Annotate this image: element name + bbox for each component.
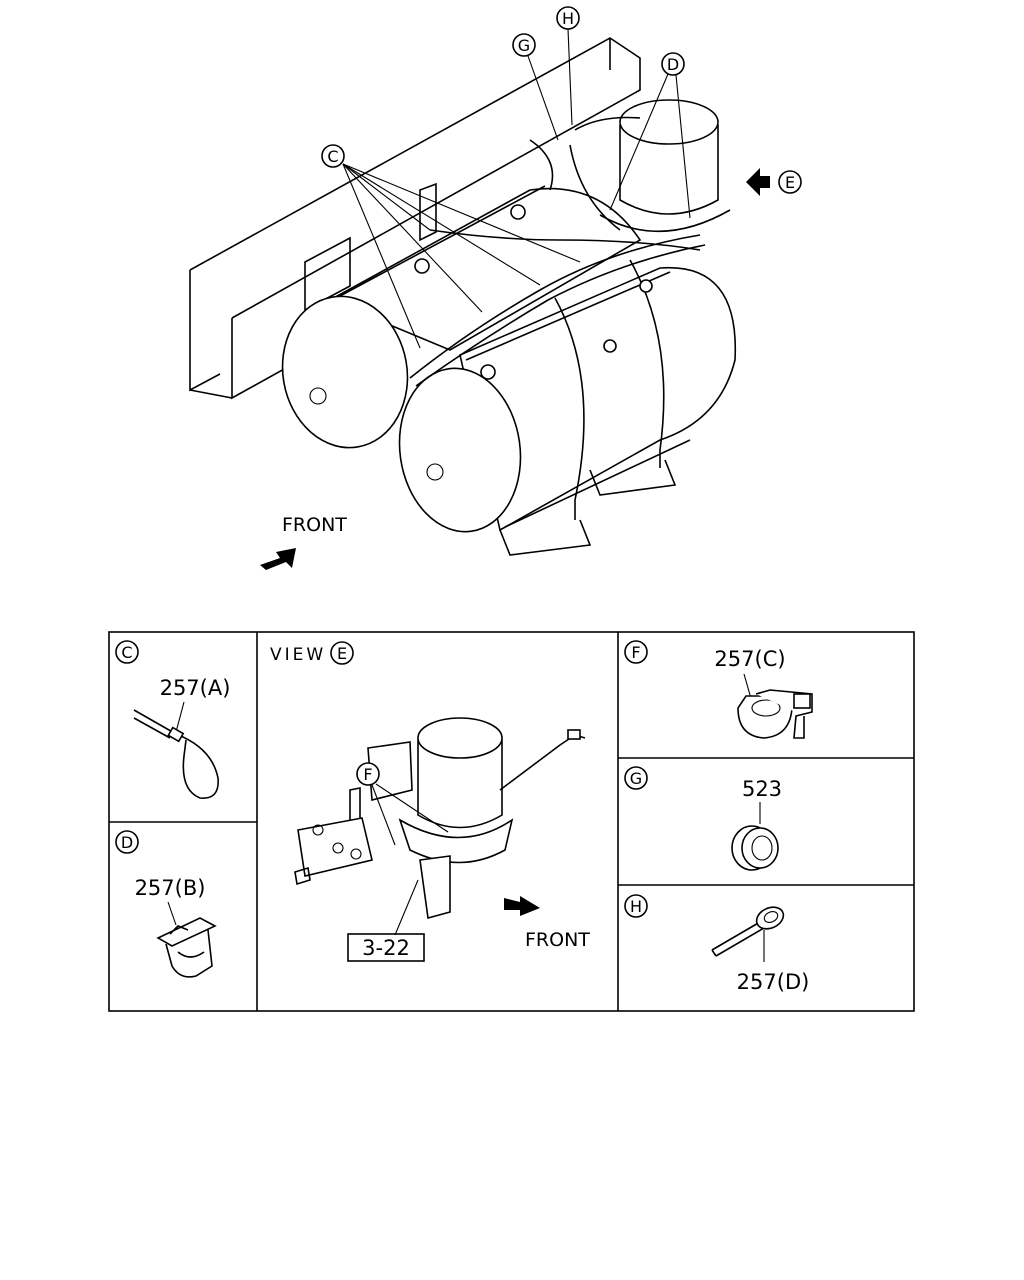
fitting-4	[639, 279, 653, 293]
detail-panels	[108, 631, 915, 1012]
callout-c: C	[321, 144, 581, 349]
view-front-arrow	[504, 896, 540, 916]
svg-text:C: C	[327, 147, 338, 166]
svg-text:VIEW: VIEW	[270, 645, 326, 665]
svg-text:F: F	[363, 765, 372, 784]
panel-c: C 257(A)	[115, 640, 231, 799]
svg-text:257(A): 257(A)	[160, 676, 231, 700]
air-tank-front	[398, 266, 737, 533]
view-callout-f-circle	[356, 762, 380, 786]
svg-text:257(B): 257(B)	[135, 876, 206, 900]
panel-view-e: VIEW E F 3-22 FRONT	[270, 641, 590, 962]
front-indicator: FRONT	[260, 514, 347, 570]
svg-text:F: F	[631, 643, 640, 662]
callout-h: H	[556, 6, 580, 126]
svg-text:G: G	[630, 769, 642, 788]
fitting-5	[603, 339, 617, 353]
panel-d: D 257(B)	[115, 830, 217, 978]
air-dryer	[599, 99, 731, 233]
svg-text:E: E	[785, 173, 795, 192]
callout-g: G	[512, 33, 559, 141]
svg-text:FRONT: FRONT	[282, 514, 347, 536]
panel-f: F 257(C)	[624, 640, 813, 739]
bracket-mid	[419, 182, 437, 242]
hoses	[409, 116, 706, 387]
bracket-left	[304, 236, 351, 312]
fitting-1	[510, 204, 526, 220]
svg-text:3-22: 3-22	[362, 936, 410, 960]
tie-mount-icon	[711, 906, 785, 957]
svg-text:C: C	[121, 643, 132, 662]
svg-text:H: H	[562, 9, 574, 28]
svg-text:523: 523	[742, 777, 782, 801]
air-tank-rear	[281, 185, 642, 449]
cable-tie-icon	[133, 709, 219, 799]
tank-strap-1	[554, 297, 585, 520]
svg-text:257(C): 257(C)	[714, 647, 785, 671]
view-e-arrow: E	[746, 168, 802, 196]
p-clamp-icon	[737, 689, 813, 739]
cross-member-1	[499, 519, 592, 556]
svg-text:FRONT: FRONT	[525, 929, 590, 951]
callout-d: D	[609, 52, 691, 219]
ref-box	[347, 933, 425, 962]
svg-text:D: D	[667, 55, 679, 74]
view-air-dryer	[349, 717, 586, 920]
cross-member-2	[589, 459, 677, 496]
svg-text:G: G	[518, 36, 530, 55]
fitting-2	[414, 258, 430, 274]
svg-text:D: D	[121, 833, 133, 852]
grommet-icon	[731, 825, 779, 871]
panel-g: G 523	[624, 766, 782, 871]
hose-clip-icon	[156, 917, 217, 978]
frame-rail	[189, 37, 641, 400]
main-assembly: C G H D E	[189, 6, 802, 570]
svg-text:257(D): 257(D)	[737, 970, 810, 994]
view-valve-block	[294, 817, 373, 886]
fitting-3	[480, 364, 496, 380]
panel-h: H 257(D)	[624, 894, 810, 994]
svg-text:H: H	[630, 897, 642, 916]
svg-text:E: E	[337, 644, 347, 663]
